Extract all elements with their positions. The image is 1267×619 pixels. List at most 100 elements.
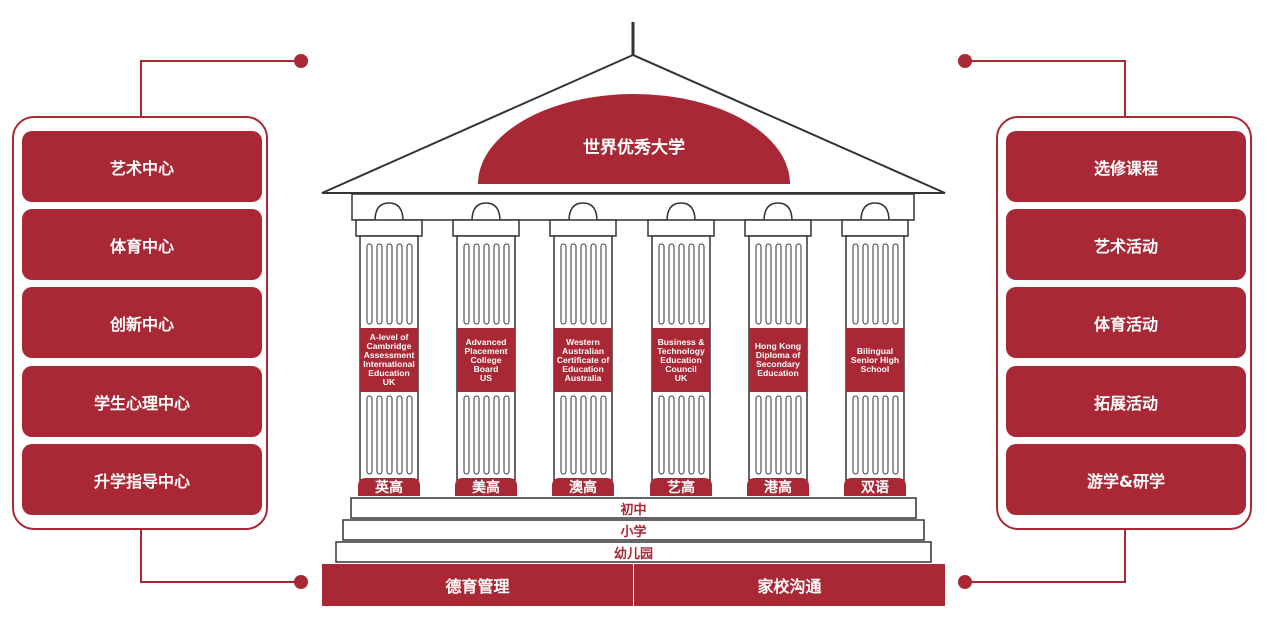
column-flute <box>892 243 899 325</box>
right-item-sports-activities[interactable]: 体育活动 <box>1006 287 1246 358</box>
left-item-art-center[interactable]: 艺术中心 <box>22 131 262 202</box>
column-capital <box>452 219 520 237</box>
column-flute <box>590 243 597 325</box>
column-capital <box>355 219 423 237</box>
entablature-arch <box>568 202 598 222</box>
arches <box>374 202 890 222</box>
column-flute <box>483 395 490 475</box>
column-flute <box>600 395 607 475</box>
column-flute <box>678 243 685 325</box>
column-flute <box>463 395 470 475</box>
column-label-line: Board <box>473 363 499 374</box>
foundation-moral-management[interactable]: 德育管理 <box>322 564 633 606</box>
column-base-label: 澳高 <box>569 480 597 496</box>
column-flute <box>406 243 413 325</box>
column-flute <box>775 395 782 475</box>
left-top-dot <box>294 54 308 68</box>
column-flute <box>698 243 705 325</box>
column-base <box>455 478 517 496</box>
entablature-arch <box>860 202 890 222</box>
column-flute <box>406 395 413 475</box>
column-base <box>844 478 906 496</box>
entablature-arch <box>471 202 501 222</box>
column-flute <box>493 395 500 475</box>
left-item-psychology-center[interactable]: 学生心理中心 <box>22 366 262 437</box>
column-label-line: Assessment <box>363 350 415 360</box>
column-label-line: Education <box>562 363 604 374</box>
column-flute <box>882 243 889 325</box>
right-top-connector <box>965 60 1126 118</box>
column-label-line: Australian <box>561 345 605 356</box>
column-flute <box>785 243 792 325</box>
right-connectors <box>965 60 1126 583</box>
left-bottom-connector <box>140 528 301 583</box>
left-item-sports-center[interactable]: 体育中心 <box>22 209 262 280</box>
column-base <box>358 478 420 496</box>
column-flute <box>503 243 510 325</box>
step-primary: 小学 <box>620 524 647 540</box>
column-label-line: UK <box>382 377 396 387</box>
column-flute <box>882 395 889 475</box>
left-bottom-dot <box>294 575 308 589</box>
column-base-label: 美高 <box>472 480 500 496</box>
column-base <box>650 478 712 496</box>
right-bottom-dot <box>958 575 972 589</box>
column-label-line: Technology <box>657 345 705 356</box>
column-flute <box>590 395 597 475</box>
right-item-extended-activities[interactable]: 拓展活动 <box>1006 366 1246 437</box>
column-flute <box>560 395 567 475</box>
column-flute <box>785 395 792 475</box>
column-label-line: College <box>470 354 502 365</box>
column-capital <box>841 219 909 237</box>
left-item-innovation-center[interactable]: 创新中心 <box>22 287 262 358</box>
column-flute <box>366 395 373 475</box>
column-flute <box>493 243 500 325</box>
column-flute <box>755 395 762 475</box>
column-flute <box>396 395 403 475</box>
column-label-line: Hong Kong <box>754 341 802 351</box>
column-flute <box>580 243 587 325</box>
column-base-label: 双语 <box>861 480 889 496</box>
column-flute <box>688 243 695 325</box>
entablature-arch <box>763 202 793 222</box>
right-item-art-activities[interactable]: 艺术活动 <box>1006 209 1246 280</box>
right-item-study-tours[interactable]: 游学&研学 <box>1006 444 1246 515</box>
column-label-line: Diploma of <box>755 350 801 360</box>
column-label-line: Council <box>665 363 697 374</box>
column-flute <box>386 243 393 325</box>
column-flute <box>658 243 665 325</box>
column-base <box>747 478 809 496</box>
foundation-home-school[interactable]: 家校沟通 <box>634 564 945 606</box>
right-item-electives[interactable]: 选修课程 <box>1006 131 1246 202</box>
column-flute <box>795 395 802 475</box>
step-kindergarten: 幼儿园 <box>613 546 653 562</box>
step-2-outline <box>342 519 925 541</box>
column-label-line: Placement <box>464 345 508 356</box>
column-flute <box>570 243 577 325</box>
left-item-guidance-center[interactable]: 升学指导中心 <box>22 444 262 515</box>
column-label-line: Bilingual <box>856 345 894 356</box>
column-flute <box>376 395 383 475</box>
column-label-line: Education <box>757 368 799 378</box>
step-3-outline <box>335 541 932 563</box>
column-flute <box>600 243 607 325</box>
right-panel: 选修课程 艺术活动 体育活动 拓展活动 游学&研学 <box>996 116 1252 530</box>
column-flute <box>570 395 577 475</box>
column-flute <box>688 395 695 475</box>
column-label-line: Cambridge <box>366 341 412 351</box>
column-flute <box>765 243 772 325</box>
column-capital <box>549 219 617 237</box>
step-junior-high: 初中 <box>620 502 647 518</box>
left-connectors <box>140 60 301 583</box>
column-flute <box>366 243 373 325</box>
entablature-arch <box>666 202 696 222</box>
column-flute <box>658 395 665 475</box>
column-flute <box>678 395 685 475</box>
column-label-line: School <box>860 363 890 374</box>
entablature <box>351 193 915 221</box>
